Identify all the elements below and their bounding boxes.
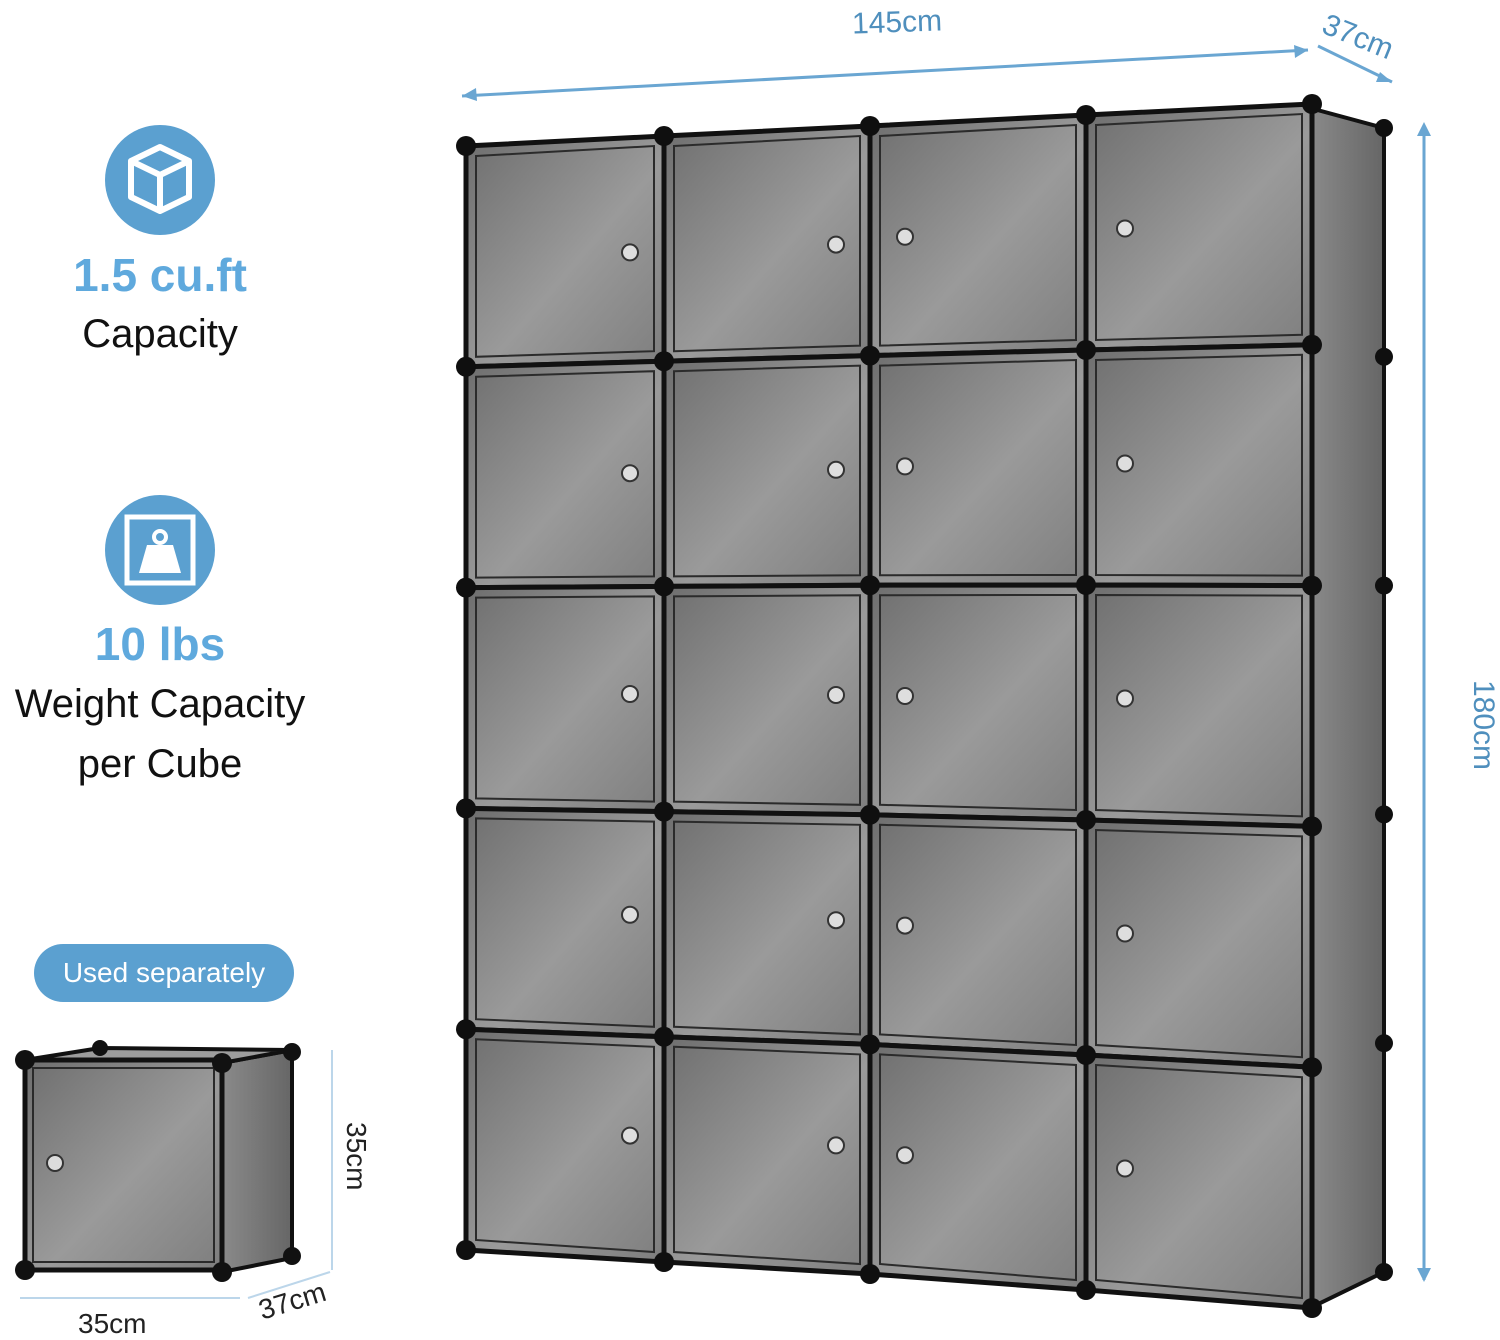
- weight-value: 10 lbs: [94, 618, 226, 670]
- door-knob-icon: [896, 227, 914, 246]
- cube-icon: [105, 125, 215, 235]
- door-knob-icon: [1116, 1159, 1134, 1178]
- connector-joint: [456, 1240, 476, 1260]
- door-knob-icon: [621, 464, 639, 483]
- door-knob-icon: [621, 905, 639, 924]
- cube-door-inset: [1095, 593, 1303, 818]
- door-knob-icon: [896, 457, 914, 476]
- cube-door-inset: [475, 595, 655, 803]
- door-knob-icon: [827, 911, 845, 930]
- door-knob-icon: [621, 1126, 639, 1145]
- cabinet-height-label: 180cm: [1467, 680, 1500, 771]
- door-knob-icon: [1116, 924, 1134, 943]
- door-knob-icon: [896, 916, 914, 935]
- connector-joint: [1375, 805, 1393, 824]
- door-knob-icon: [1116, 219, 1134, 238]
- cube-door-inset: [475, 1038, 655, 1254]
- door-knob-icon: [1116, 454, 1134, 473]
- cube-door-inset: [475, 144, 655, 358]
- connector-joint: [654, 801, 674, 822]
- capacity-label: Capacity: [82, 312, 238, 356]
- cube-door-inset: [879, 593, 1077, 812]
- cube-door-inset: [1095, 112, 1303, 342]
- cube-door-panel: [1083, 817, 1315, 1070]
- connector-joint: [456, 1019, 476, 1040]
- connector-joint: [654, 351, 674, 372]
- cabinet-width-label: 145cm: [851, 4, 943, 41]
- cube-door-panel: [463, 1026, 667, 1265]
- connector-joint: [1076, 810, 1096, 830]
- weight-label-line2: per Cube: [77, 742, 243, 786]
- cube-door-inset: [673, 1045, 861, 1266]
- connector-joint: [1076, 575, 1096, 595]
- cube-door-inset: [673, 820, 861, 1036]
- cube-door-inset: [879, 123, 1077, 347]
- door-knob-icon: [827, 686, 845, 704]
- capacity-value: 1.5 cu.ft: [73, 249, 247, 301]
- cube-door-inset: [1095, 1063, 1303, 1300]
- cube-door-inset: [673, 134, 861, 353]
- cube-door-panel: [867, 812, 1089, 1058]
- connector-joint: [1302, 334, 1322, 355]
- cube-door-inset: [879, 358, 1077, 577]
- connector-joint: [1302, 816, 1322, 837]
- connector-joint: [1375, 119, 1393, 137]
- connector-joint: [456, 577, 476, 598]
- connector-joint: [1302, 1298, 1322, 1318]
- connector-joint: [654, 576, 674, 597]
- door-knob-icon: [896, 687, 914, 705]
- connector-joint: [456, 356, 476, 377]
- connector-joint: [860, 1264, 880, 1284]
- connector-joint: [1302, 1057, 1322, 1078]
- connector-joint: [1076, 1280, 1096, 1300]
- door-knob-icon: [827, 235, 845, 254]
- connector-joint: [654, 126, 674, 146]
- connector-joint: [1375, 347, 1393, 366]
- connector-joint: [860, 804, 880, 825]
- connector-joint: [1375, 1263, 1393, 1281]
- connector-joint: [654, 1026, 674, 1047]
- door-knob-icon: [827, 460, 845, 479]
- cube-door-panel: [661, 1034, 873, 1277]
- weight-icon: [105, 495, 215, 605]
- connector-joint: [860, 575, 880, 596]
- connector-joint: [654, 1252, 674, 1272]
- cube-door-inset: [475, 817, 655, 1028]
- connector-joint: [860, 345, 880, 366]
- cube-door-inset: [879, 1053, 1077, 1282]
- cube-door-inset: [673, 594, 861, 806]
- cube-door-inset: [673, 364, 861, 578]
- single-cube-width-label: 35cm: [78, 1308, 147, 1339]
- connector-joint: [456, 136, 476, 156]
- connector-joint: [1076, 340, 1096, 360]
- connector-joint: [1076, 1045, 1096, 1065]
- connector-joint: [1375, 1034, 1393, 1053]
- door-knob-icon: [621, 243, 639, 262]
- cube-door-panel: [1083, 1052, 1315, 1311]
- cube-door-inset: [475, 370, 655, 579]
- used-separately-badge: Used separately: [34, 944, 294, 1002]
- connector-joint: [1375, 576, 1393, 595]
- door-knob-icon: [621, 685, 639, 703]
- weight-label-line1: Weight Capacity: [14, 682, 306, 726]
- cube-door-inset: [1095, 353, 1303, 577]
- connector-joint: [860, 1034, 880, 1055]
- connector-joint: [860, 116, 880, 136]
- door-knob-icon: [1116, 689, 1134, 708]
- connector-joint: [1302, 575, 1322, 596]
- door-knob-icon: [896, 1146, 914, 1165]
- cube-door-inset: [879, 823, 1077, 1047]
- cube-door-inset: [1095, 828, 1303, 1059]
- connector-joint: [1076, 105, 1096, 125]
- connector-joint: [1302, 94, 1322, 114]
- connector-joint: [456, 798, 476, 819]
- door-knob-icon: [827, 1136, 845, 1155]
- cube-door-panel: [867, 1041, 1089, 1293]
